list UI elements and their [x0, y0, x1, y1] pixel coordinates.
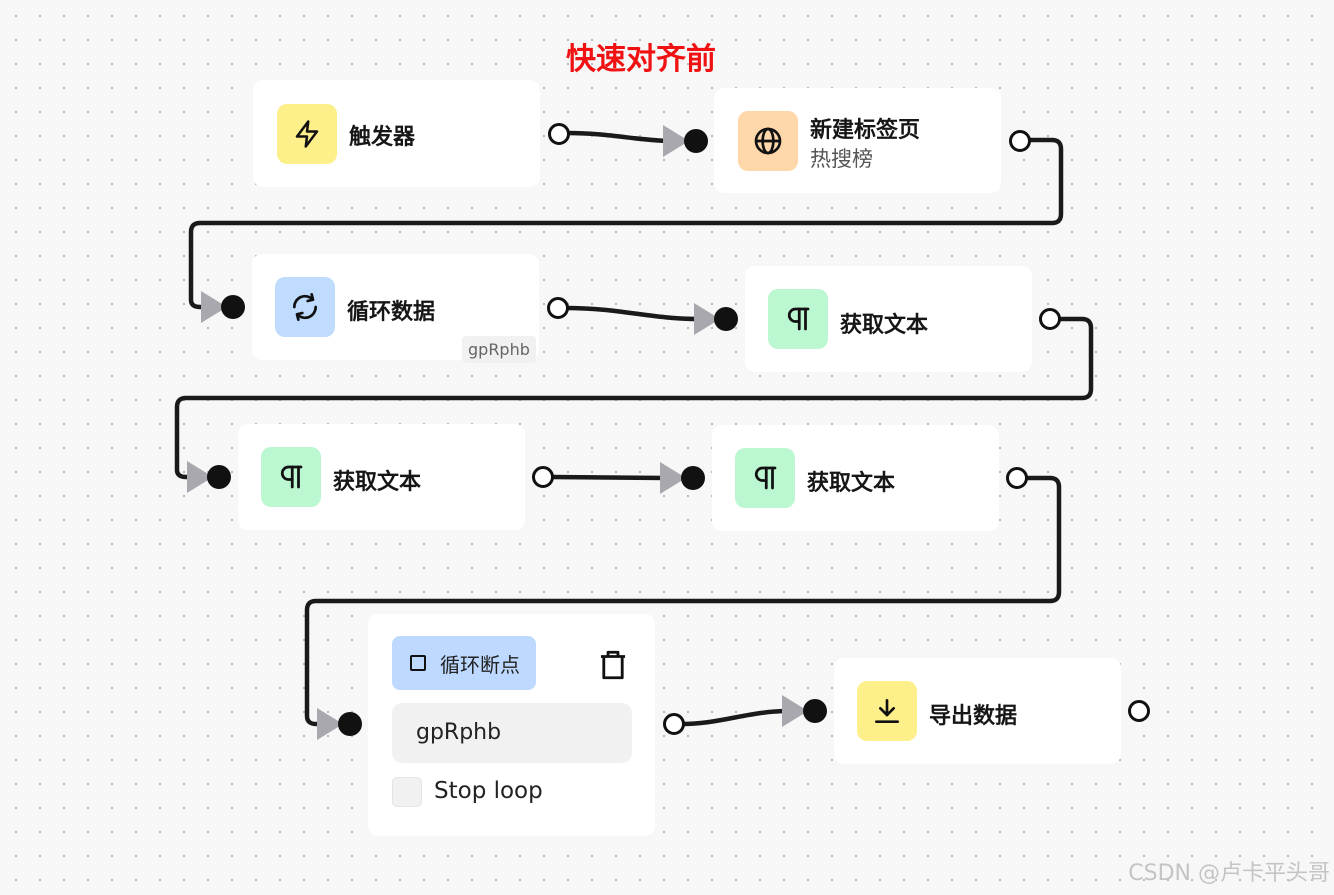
node-get-text-1-label: 获取文本 — [840, 313, 929, 338]
gettext2-input-port[interactable] — [207, 465, 231, 489]
gettext3-output-port[interactable] — [1006, 467, 1028, 489]
edge-loop-gettext1 — [563, 305, 703, 322]
pilcrow-icon — [735, 448, 795, 508]
edge-gettext3-breakpoint — [304, 475, 1062, 727]
node-get-text-2-label: 获取文本 — [333, 470, 422, 495]
gettext1-output-port[interactable] — [1039, 308, 1061, 330]
trash-icon[interactable] — [596, 648, 630, 686]
refresh-icon — [275, 277, 335, 337]
square-icon — [410, 655, 426, 671]
node-new-tab-sublabel: 热搜榜 — [810, 147, 873, 171]
edge-gettext1-gettext2 — [174, 316, 1094, 480]
newtab-output-port[interactable] — [1009, 130, 1031, 152]
page-title: 快速对齐前 — [566, 42, 716, 77]
globe-icon — [738, 111, 798, 171]
gettext2-output-port[interactable] — [532, 466, 554, 488]
node-export-data[interactable]: 导出数据 — [834, 658, 1121, 764]
gettext3-input-port[interactable] — [681, 466, 705, 490]
watermark: CSDN @卢卡平头哥 — [1128, 861, 1330, 886]
edge-trigger-newtab — [564, 130, 675, 144]
newtab-input-port[interactable] — [684, 129, 708, 153]
loop-id-tag: gpRphb — [462, 336, 536, 363]
breakpoint-type-label: 循环断点 — [440, 653, 520, 677]
node-trigger-label: 触发器 — [349, 125, 416, 150]
breakpoint-type-tag: 循环断点 — [392, 636, 536, 690]
trigger-output-port[interactable] — [548, 123, 570, 145]
breakpoint-input-port[interactable] — [338, 712, 362, 736]
node-loop-breakpoint[interactable]: 循环断点 gpRphb Stop loop — [368, 614, 655, 836]
stop-loop-label: Stop loop — [434, 778, 543, 804]
node-get-text-3[interactable]: 获取文本 — [712, 425, 999, 531]
download-icon — [857, 681, 917, 741]
node-loop-data[interactable]: 循环数据 gpRphb — [252, 254, 539, 363]
node-loop-data-label: 循环数据 — [347, 300, 436, 325]
node-new-tab[interactable]: 新建标签页 热搜榜 — [714, 88, 1001, 193]
node-trigger[interactable]: 触发器 — [253, 80, 540, 187]
lightning-icon — [277, 104, 337, 164]
pilcrow-icon — [261, 447, 321, 507]
stop-loop-checkbox[interactable] — [392, 777, 422, 807]
loop-input-port[interactable] — [221, 295, 245, 319]
edge-gettext2-gettext3 — [549, 474, 671, 481]
loop-output-port[interactable] — [547, 297, 569, 319]
edge-breakpoint-export — [679, 708, 791, 727]
node-new-tab-label: 新建标签页 — [810, 118, 921, 143]
gettext1-input-port[interactable] — [714, 307, 738, 331]
node-export-data-label: 导出数据 — [929, 704, 1018, 729]
node-get-text-1[interactable]: 获取文本 — [745, 266, 1032, 372]
node-get-text-2[interactable]: 获取文本 — [238, 424, 525, 530]
node-get-text-3-label: 获取文本 — [807, 471, 896, 496]
pilcrow-icon — [768, 289, 828, 349]
breakpoint-output-port[interactable] — [663, 713, 685, 735]
edge-newtab-loop — [188, 137, 1064, 310]
loop-id-input[interactable]: gpRphb — [392, 703, 632, 763]
export-output-port[interactable] — [1128, 700, 1150, 722]
export-input-port[interactable] — [803, 699, 827, 723]
